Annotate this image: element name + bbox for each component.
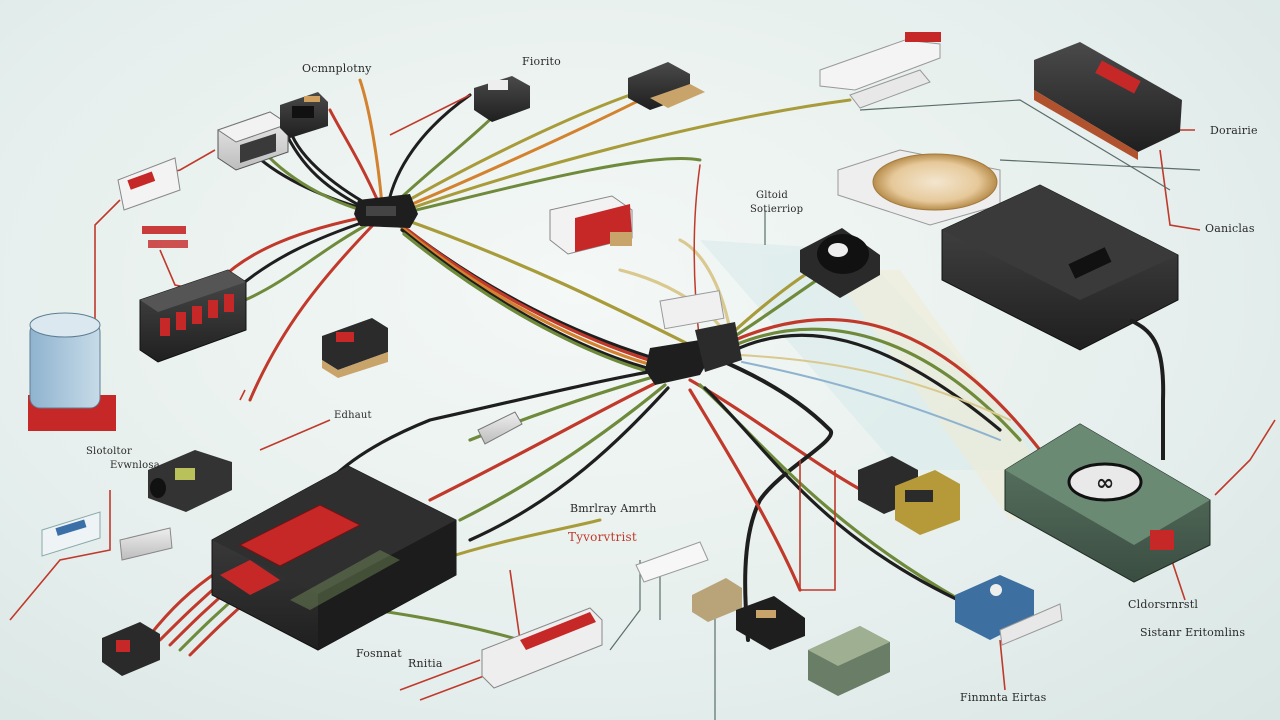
module-green-bottom	[808, 626, 890, 696]
label-bottom-right-3: Finmnta Eirtas	[960, 691, 1047, 704]
label-bottom-center-1: Bmrlray Amrth	[570, 502, 657, 515]
label-bottom-center-2: Tyvorvtrist	[568, 530, 637, 544]
label-left-mid-1: Slotoltor	[86, 446, 132, 457]
tag-blue-left	[41, 511, 173, 561]
label-bottom-left-2: Rnitia	[408, 657, 443, 670]
fuse-block-left	[139, 269, 247, 363]
sensor-box-top	[628, 62, 705, 110]
label-top-center-left: Ocmnplotny	[302, 62, 372, 75]
junction-connector-center	[645, 290, 742, 385]
tag-plate-center	[635, 541, 709, 583]
annotation-leaders-grey	[609, 99, 1201, 720]
relay-module-top-left	[216, 111, 290, 171]
round-sensor-center	[800, 228, 880, 298]
label-bottom-right-2: Sistanr Eritomlins	[1140, 626, 1246, 639]
junction-connector-upper	[354, 194, 418, 228]
wire-bundle-upper-left	[218, 78, 852, 402]
ecu-module-main	[211, 465, 457, 651]
sensor-box-top-center	[474, 76, 530, 122]
sensor-cube-left	[148, 450, 232, 512]
label-plate-left	[117, 157, 181, 211]
canister-component	[28, 312, 116, 431]
connector-strip-top-right	[819, 32, 941, 109]
label-top-center: Fiorito	[522, 55, 561, 68]
tag-cluster-left	[142, 226, 188, 248]
control-box-right	[941, 184, 1179, 460]
terminal-strip-bottom	[481, 607, 603, 689]
relay-small-center-left	[322, 318, 388, 378]
ecu-module-logo-right: ∞	[1004, 423, 1211, 583]
inline-connector-grey	[477, 411, 523, 445]
label-bottom-right-1: Cldorsrnrstl	[1128, 598, 1199, 611]
disc-sensor	[837, 149, 1001, 226]
sensor-small-bottom	[692, 578, 805, 650]
ecu-module-top-right	[1034, 42, 1182, 160]
relay-cluster-right	[858, 456, 960, 535]
plug-connector-center	[549, 195, 633, 255]
annotation-leaders	[9, 94, 1276, 701]
label-left-small: Edhaut	[334, 410, 372, 421]
label-center-2: Sotierriop	[750, 204, 804, 215]
connector-blue-bottom-right	[955, 575, 1063, 646]
connector-block-top-left	[280, 92, 328, 138]
label-right-mid: Oaniclas	[1205, 222, 1255, 235]
label-bottom-left-1: Fosnnat	[356, 647, 402, 660]
label-center-1: Gltoid	[756, 190, 789, 201]
label-right-top: Dorairie	[1210, 124, 1258, 137]
logo-mark: ∞	[1096, 471, 1114, 496]
label-left-mid-2: Evwnlosa	[110, 460, 160, 471]
plug-black-bottom-left	[102, 622, 160, 676]
